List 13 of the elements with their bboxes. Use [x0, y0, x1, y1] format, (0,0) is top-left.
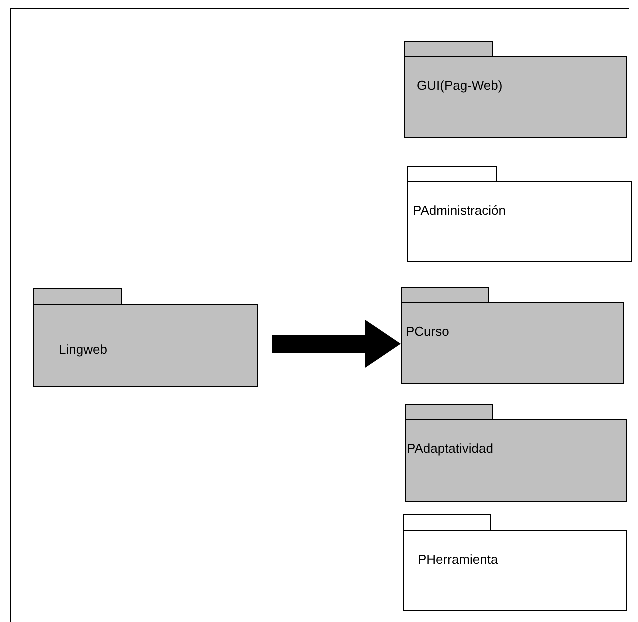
block-arrow	[272, 320, 401, 368]
package-name: PAdministración	[413, 203, 506, 218]
package-name: GUI(Pag-Web)	[417, 78, 503, 93]
package-shape	[405, 404, 627, 502]
package-shape	[404, 41, 627, 138]
package-shape	[403, 514, 627, 611]
package-shape	[407, 166, 632, 262]
package-name: Lingweb	[59, 342, 108, 357]
package-shape	[401, 287, 624, 384]
package-shape	[33, 288, 258, 387]
package-name: PAdaptatividad	[407, 441, 494, 456]
package-name: PHerramienta	[418, 552, 498, 567]
package-name: PCurso	[406, 324, 450, 339]
